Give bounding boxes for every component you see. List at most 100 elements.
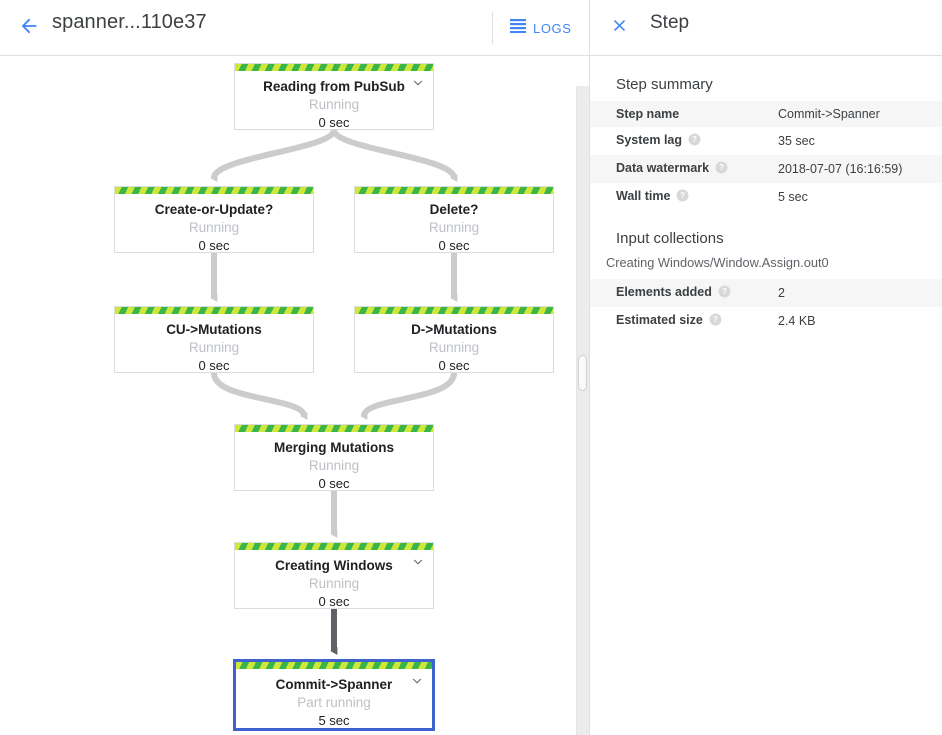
arrow-left-icon bbox=[18, 15, 40, 42]
svg-text:?: ? bbox=[719, 163, 724, 172]
node-title: Commit->Spanner bbox=[275, 677, 393, 692]
step-summary-key: Step name bbox=[616, 107, 680, 121]
node-status-stripe bbox=[355, 187, 553, 194]
node-status-stripe bbox=[355, 307, 553, 314]
node-status: Running bbox=[188, 340, 240, 355]
back-button[interactable] bbox=[10, 9, 48, 47]
help-icon[interactable]: ? bbox=[715, 161, 728, 177]
header-divider bbox=[492, 12, 493, 44]
step-summary-row: System lag?35 sec bbox=[590, 127, 942, 155]
node-status-stripe bbox=[235, 543, 433, 550]
input-collection-value: 2.4 KB bbox=[778, 314, 816, 328]
graph-vertical-scrollbar-thumb[interactable] bbox=[578, 355, 587, 391]
node-status-stripe bbox=[235, 64, 433, 71]
node-status-stripe bbox=[236, 662, 432, 669]
node-status: Running bbox=[428, 340, 480, 355]
graph-edges bbox=[210, 128, 458, 655]
step-summary-value: Commit->Spanner bbox=[778, 107, 880, 121]
svg-text:?: ? bbox=[713, 315, 718, 324]
step-summary-key: Data watermark? bbox=[590, 155, 778, 183]
graph-vertical-scrollbar-track[interactable] bbox=[576, 86, 589, 735]
page-title: spanner...110e37 bbox=[52, 11, 207, 33]
chevron-down-icon[interactable] bbox=[411, 76, 425, 90]
node-time: 0 sec bbox=[318, 115, 350, 130]
chevron-down-icon[interactable] bbox=[410, 674, 424, 688]
help-icon[interactable]: ? bbox=[688, 133, 701, 149]
step-summary-value: 35 sec bbox=[778, 134, 815, 148]
node-status: Part running bbox=[297, 695, 371, 710]
node-title: Creating Windows bbox=[275, 558, 393, 573]
close-icon bbox=[610, 16, 629, 40]
node-status: Running bbox=[308, 97, 360, 112]
node-status-stripe bbox=[115, 307, 313, 314]
chevron-down-icon[interactable] bbox=[411, 555, 425, 569]
step-summary-key: Wall time? bbox=[590, 183, 778, 211]
input-collection-key: Estimated size? bbox=[590, 307, 778, 335]
svg-text:?: ? bbox=[722, 287, 727, 296]
node-title: Create-or-Update? bbox=[154, 202, 274, 217]
input-collection-row: Elements added?2 bbox=[590, 279, 942, 307]
step-summary-key: System lag? bbox=[590, 127, 778, 155]
node-title: Reading from PubSub bbox=[263, 79, 405, 94]
node-time: 5 sec bbox=[318, 713, 350, 728]
svg-text:?: ? bbox=[692, 135, 697, 144]
step-summary-value: 2018-07-07 (16:16:59) bbox=[778, 162, 903, 176]
help-icon[interactable]: ? bbox=[718, 285, 731, 301]
node-title: Merging Mutations bbox=[274, 440, 394, 455]
step-summary-row: Data watermark?2018-07-07 (16:16:59) bbox=[590, 155, 942, 183]
input-collection-value: 2 bbox=[778, 286, 785, 300]
graph-pane: spanner...110e37 LOGS bbox=[0, 0, 590, 735]
node-status-stripe bbox=[235, 425, 433, 432]
node-time: 0 sec bbox=[438, 358, 470, 373]
step-summary-heading: Step summary bbox=[616, 76, 713, 93]
close-panel-button[interactable] bbox=[600, 9, 638, 47]
node-status: Running bbox=[308, 576, 360, 591]
help-icon[interactable]: ? bbox=[709, 313, 722, 329]
node-title: D->Mutations bbox=[411, 322, 497, 337]
step-panel-header: Step bbox=[590, 0, 942, 56]
node-body: Create-or-Update? Running 0 sec bbox=[115, 194, 313, 253]
node-time: 0 sec bbox=[318, 476, 350, 491]
logs-button-label: LOGS bbox=[533, 20, 572, 36]
input-collections-heading: Input collections bbox=[616, 230, 724, 247]
graph-node-create-or-update[interactable]: Create-or-Update? Running 0 sec bbox=[114, 186, 314, 253]
app-header: spanner...110e37 LOGS bbox=[0, 0, 589, 56]
input-collection-key: Elements added? bbox=[590, 279, 778, 307]
step-panel-title: Step bbox=[650, 12, 690, 33]
node-status: Running bbox=[428, 220, 480, 235]
logs-list-icon bbox=[510, 18, 526, 38]
node-status: Running bbox=[188, 220, 240, 235]
node-time: 0 sec bbox=[318, 594, 350, 609]
svg-text:?: ? bbox=[680, 191, 685, 200]
step-details-pane: Step Step summary Step name Commit->Spann… bbox=[590, 0, 942, 735]
node-status: Running bbox=[308, 458, 360, 473]
help-icon[interactable]: ? bbox=[676, 189, 689, 205]
input-collection-name: Creating Windows/Window.Assign.out0 bbox=[606, 255, 829, 270]
input-collection-row: Estimated size?2.4 KB bbox=[590, 307, 942, 335]
node-title: Delete? bbox=[429, 202, 479, 217]
step-summary-row: Wall time?5 sec bbox=[590, 183, 942, 211]
node-title: CU->Mutations bbox=[166, 322, 262, 337]
node-time: 0 sec bbox=[198, 358, 230, 373]
logs-button[interactable]: LOGS bbox=[506, 13, 576, 43]
node-time: 0 sec bbox=[198, 238, 230, 253]
step-summary-row: Step name Commit->Spanner bbox=[590, 101, 942, 127]
